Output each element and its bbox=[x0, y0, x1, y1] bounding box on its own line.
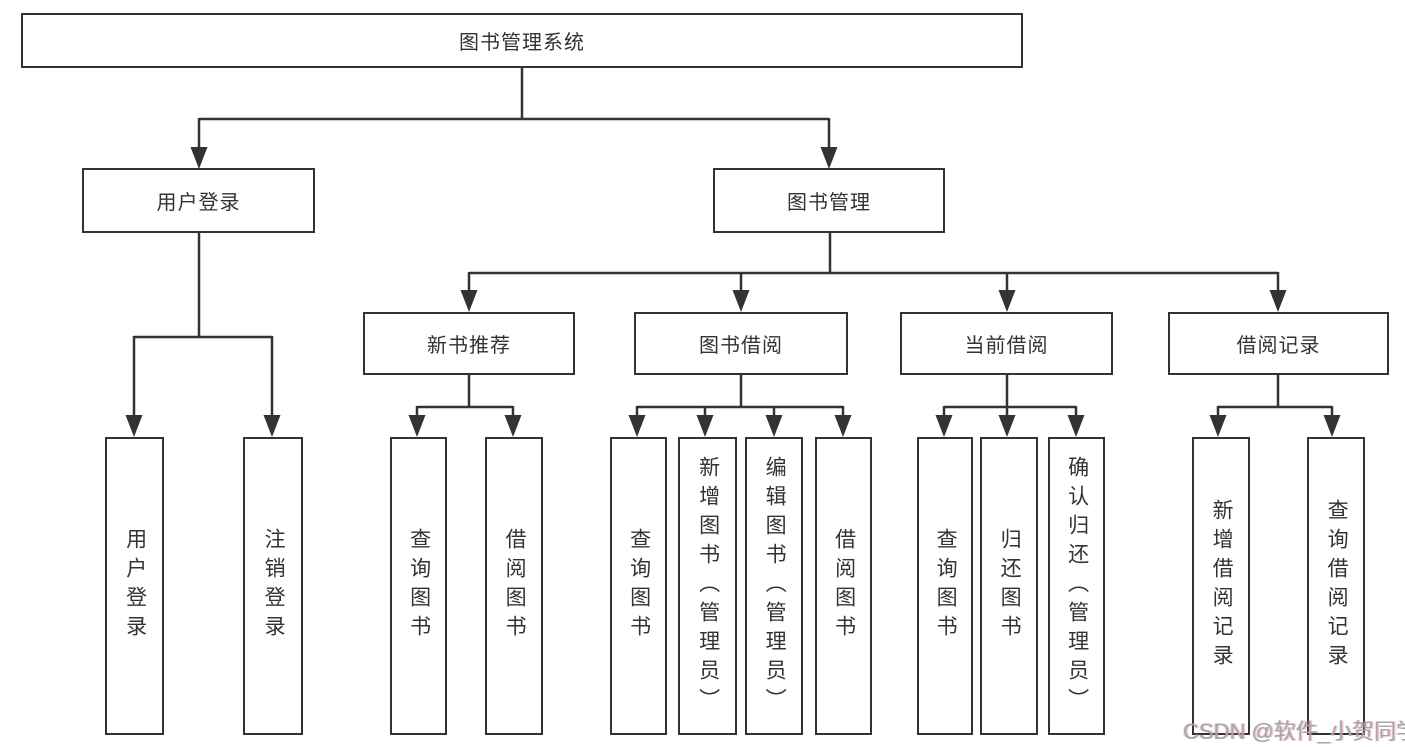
leaf-add-borrow-record-label: 新增借阅记录 bbox=[1210, 499, 1234, 673]
leaf-borrow-books-recommend: 借阅图书 bbox=[485, 437, 543, 735]
node-current-borrow: 当前借阅 bbox=[900, 312, 1113, 375]
node-borrow-records: 借阅记录 bbox=[1168, 312, 1389, 375]
leaf-add-book-admin-label: 新增图书（管理员） bbox=[696, 455, 720, 717]
leaf-return-books: 归还图书 bbox=[980, 437, 1038, 735]
leaf-query-borrow-record: 查询借阅记录 bbox=[1307, 437, 1365, 735]
leaf-query-books-recommend: 查询图书 bbox=[390, 437, 447, 735]
node-book-borrow-label: 图书借阅 bbox=[699, 335, 783, 357]
leaf-query-borrow-record-label: 查询借阅记录 bbox=[1325, 499, 1349, 673]
node-book-management-label: 图书管理 bbox=[787, 192, 871, 214]
leaf-query-books-recommend-label: 查询图书 bbox=[407, 528, 431, 644]
leaf-user-login-label: 用户登录 bbox=[123, 528, 147, 644]
leaf-add-book-admin: 新增图书（管理员） bbox=[678, 437, 737, 735]
leaf-query-books-current: 查询图书 bbox=[917, 437, 973, 735]
leaf-logout: 注销登录 bbox=[243, 437, 303, 735]
leaf-user-login: 用户登录 bbox=[105, 437, 164, 735]
arrowheads bbox=[125, 147, 1341, 437]
leaf-confirm-return-admin: 确认归还（管理员） bbox=[1048, 437, 1105, 735]
node-user-login: 用户登录 bbox=[82, 168, 315, 233]
leaf-query-books-borrow-label: 查询图书 bbox=[627, 528, 651, 644]
leaf-borrow-books-borrow: 借阅图书 bbox=[815, 437, 872, 735]
leaf-edit-book-admin: 编辑图书（管理员） bbox=[745, 437, 803, 735]
node-current-borrow-label: 当前借阅 bbox=[964, 335, 1049, 357]
watermark-text: CSDN @软件_小贺同学 bbox=[1183, 719, 1405, 744]
leaf-borrow-books-borrow-label: 借阅图书 bbox=[832, 528, 856, 644]
leaf-borrow-books-recommend-label: 借阅图书 bbox=[503, 528, 527, 644]
leaf-query-books-borrow: 查询图书 bbox=[610, 437, 667, 735]
leaf-return-books-label: 归还图书 bbox=[998, 528, 1022, 644]
leaf-confirm-return-admin-label: 确认归还（管理员） bbox=[1065, 455, 1089, 717]
leaf-query-books-current-label: 查询图书 bbox=[934, 528, 958, 644]
node-borrow-records-label: 借阅记录 bbox=[1236, 335, 1321, 357]
node-book-borrow: 图书借阅 bbox=[634, 312, 848, 375]
node-new-book-recommend-label: 新书推荐 bbox=[427, 335, 511, 357]
node-user-login-label: 用户登录 bbox=[156, 192, 241, 214]
node-new-book-recommend: 新书推荐 bbox=[363, 312, 575, 375]
leaf-edit-book-admin-label: 编辑图书（管理员） bbox=[763, 455, 787, 717]
leaf-logout-label: 注销登录 bbox=[262, 528, 286, 644]
node-system-root-label: 图书管理系统 bbox=[459, 32, 585, 54]
node-book-management: 图书管理 bbox=[713, 168, 945, 233]
node-system-root: 图书管理系统 bbox=[21, 13, 1023, 68]
leaf-add-borrow-record: 新增借阅记录 bbox=[1192, 437, 1250, 735]
